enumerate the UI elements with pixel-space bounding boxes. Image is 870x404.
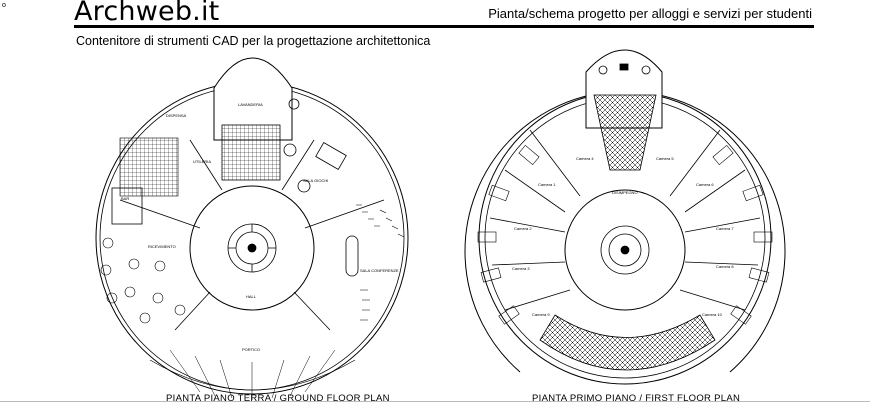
room-label-camera-4: Camera 4: [576, 156, 594, 161]
room-label-camera-10: Camera 10: [702, 312, 723, 317]
header-divider: [74, 25, 814, 28]
corner-mark: o: [2, 2, 6, 9]
first-floor-plan: [464, 49, 786, 385]
first-floor-labels: DISIMPEGNO Camera 1 Camera 2 Camera 3 Ca…: [512, 156, 734, 317]
room-label-reception: RICEVIMENTO: [148, 244, 176, 249]
room-label-games: SALA GIOCHI: [303, 178, 328, 183]
room-label-laundry: LAVANDERIA: [238, 102, 263, 107]
room-label-camera-1: Camera 1: [538, 182, 556, 187]
ground-floor-plan: [95, 57, 409, 400]
room-label-kitchen: UTILERIA: [193, 159, 211, 164]
room-label-camera-2: Camera 2: [514, 226, 532, 231]
room-label-bar: BAR: [121, 196, 129, 201]
ground-floor-caption: PIANTA PIANO TERRA / GROUND FLOOR PLAN: [166, 393, 390, 404]
room-label-corridor: DISIMPEGNO: [612, 190, 638, 195]
project-title: Pianta/schema progetto per alloggi e ser…: [488, 6, 812, 21]
room-label-camera-6: Camera 6: [696, 182, 714, 187]
room-label-camera-7: Camera 7: [716, 226, 734, 231]
room-label-camera-8: Camera 8: [716, 264, 734, 269]
page-subtitle: Contenitore di strumenti CAD per la prog…: [76, 34, 431, 48]
room-label-conference: SALA CONFERENZE: [360, 268, 399, 273]
room-label-storage: DISPENSA: [166, 113, 187, 118]
bottom-divider: [0, 401, 870, 402]
ground-floor-labels: LAVANDERIA DISPENSA UTILERIA SALA GIOCHI…: [121, 102, 399, 352]
room-label-camera-5: Camera 5: [656, 156, 674, 161]
room-label-camera-3: Camera 3: [512, 266, 530, 271]
brand-logo[interactable]: Archweb.it: [74, 0, 220, 27]
room-label-portico: PORTICO: [242, 347, 260, 352]
first-floor-caption: PIANTA PRIMO PIANO / FIRST FLOOR PLAN: [532, 393, 741, 404]
room-label-camera-9: Camera 9: [532, 312, 550, 317]
room-label-hall: HALL: [246, 294, 257, 299]
